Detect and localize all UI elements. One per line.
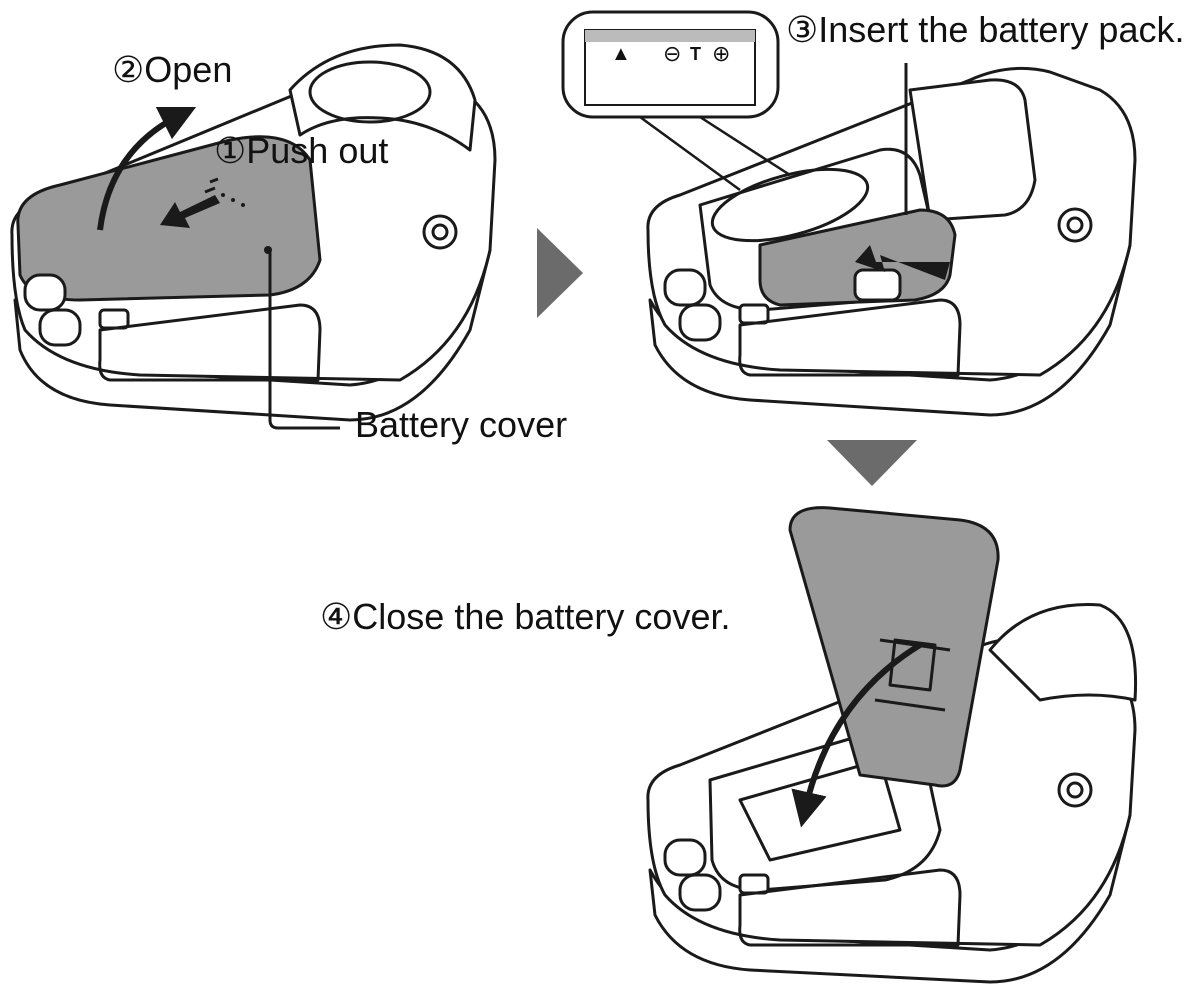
polarity-symbol-minus: ⊖ (663, 41, 682, 66)
polarity-symbol-triangle: ▲ (611, 43, 631, 65)
insert-arrow (855, 245, 950, 280)
close-arrow (791, 642, 922, 828)
camera-closed-illustration (10, 43, 497, 422)
open-arrow (97, 106, 197, 231)
push-out-arrow (160, 177, 220, 228)
polarity-inset (561, 10, 791, 192)
battery-pack-shape (758, 208, 957, 307)
polarity-symbol-t: T (690, 44, 701, 64)
battery-cover-label: Battery cover (355, 404, 568, 445)
next-step-arrow-down (827, 440, 917, 486)
camera-closing-illustration (646, 506, 1138, 984)
step-open-label: ②Open (112, 49, 233, 90)
next-step-arrow-right (537, 228, 583, 318)
camera-open-illustration (646, 66, 1137, 417)
polarity-symbol-plus: ⊕ (712, 41, 731, 66)
step-insert-label: ③Insert the battery pack. (786, 9, 1185, 50)
step-push-out-label: ①Push out (214, 130, 389, 171)
battery-cover-callout-line (268, 250, 340, 430)
step-close-label: ④Close the battery cover. (320, 596, 731, 637)
